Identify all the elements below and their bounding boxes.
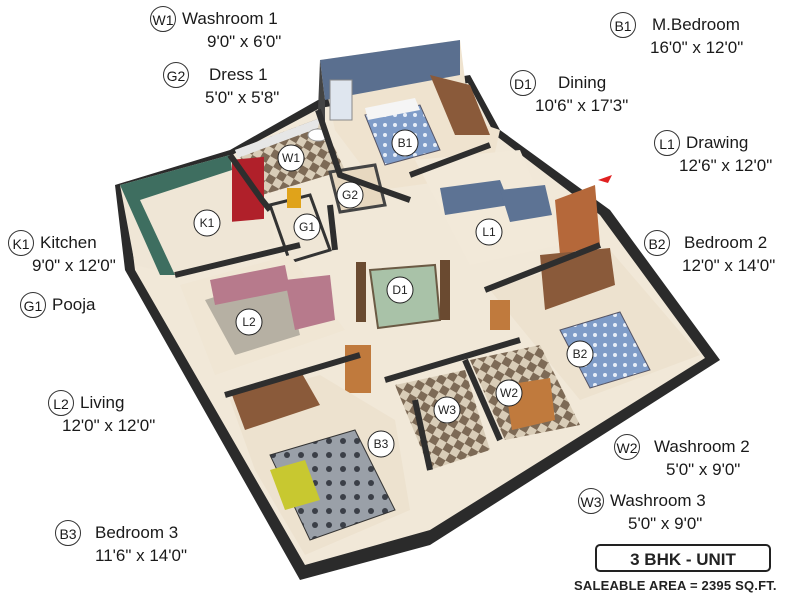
interior-walls	[174, 109, 602, 471]
legend-w2: W2 Washroom 2 5'0" x 9'0"	[614, 434, 750, 480]
legend-dim: 10'6" x 17'3"	[535, 96, 629, 115]
entry-arrow	[598, 175, 612, 183]
legend-name: Washroom 1	[182, 9, 278, 28]
legend-name: Washroom 2	[654, 437, 750, 456]
pin-w3: W3	[433, 396, 461, 424]
pin-b3: B3	[367, 430, 395, 458]
svg-text:B1: B1	[398, 136, 413, 150]
svg-text:W3: W3	[438, 403, 456, 417]
legend-name: Kitchen	[40, 233, 97, 252]
legend-badge: B3	[55, 520, 81, 546]
legend-g1: G1 Pooja	[20, 292, 95, 318]
svg-text:G2: G2	[342, 188, 358, 202]
room-b2	[490, 248, 700, 400]
legend-g2: G2 Dress 1 5'0" x 5'8"	[163, 62, 279, 108]
legend-b3: B3 Bedroom 3 11'6" x 14'0"	[55, 520, 187, 566]
legend-badge: W2	[614, 434, 640, 460]
pin-w1: W1	[277, 144, 305, 172]
legend-dim: 12'0" x 14'0"	[682, 256, 776, 275]
legend-name: Dining	[558, 73, 607, 92]
legend-name: Bedroom 3	[95, 523, 179, 542]
legend-badge: G2	[163, 62, 189, 88]
legend-name: Bedroom 2	[684, 233, 768, 252]
legend-name: Washroom 3	[610, 491, 706, 510]
legend-dim: 12'6" x 12'0"	[679, 156, 773, 175]
pin-g2: G2	[336, 181, 364, 209]
svg-text:L2: L2	[242, 315, 256, 329]
legend-dim: 9'0" x 12'0"	[32, 256, 116, 275]
pin-d1: D1	[386, 276, 414, 304]
legend-dim: 9'0" x 6'0"	[207, 32, 282, 51]
svg-text:L1: L1	[482, 225, 496, 239]
room-l1	[415, 150, 600, 265]
pin-b2: B2	[566, 340, 594, 368]
unit-type-label: 3 BHK - UNIT	[595, 544, 771, 572]
svg-text:W1: W1	[282, 151, 300, 165]
legend-name: M.Bedroom	[652, 15, 740, 34]
pin-w2: W2	[495, 379, 523, 407]
legend-name: Dress 1	[209, 65, 268, 84]
legend-dim: 11'6" x 14'0"	[95, 546, 187, 565]
legend-b1: B1 M.Bedroom 16'0" x 12'0"	[610, 12, 743, 58]
legend-badge: D1	[510, 70, 536, 96]
legend-badge: L2	[48, 390, 74, 416]
svg-text:B3: B3	[374, 437, 389, 451]
legend-l1: L1 Drawing 12'6" x 12'0"	[654, 130, 772, 176]
legend-badge: B1	[610, 12, 636, 38]
legend-l2: L2 Living 12'0" x 12'0"	[48, 390, 155, 436]
legend-name: Drawing	[686, 133, 749, 152]
pin-k1: K1	[193, 209, 221, 237]
room-b1	[318, 40, 500, 190]
legend-badge: G1	[20, 292, 46, 318]
legend-badge: K1	[8, 230, 34, 256]
legend-badge: B2	[644, 230, 670, 256]
pin-b1: B1	[391, 129, 419, 157]
legend-name: Pooja	[52, 295, 96, 314]
room-b3	[230, 370, 410, 555]
legend-b2: B2 Bedroom 2 12'0" x 14'0"	[644, 230, 775, 276]
svg-text:K1: K1	[200, 216, 215, 230]
legend-w1: W1 Washroom 1 9'0" x 6'0"	[150, 6, 281, 52]
legend-w3: W3 Washroom 3 5'0" x 9'0"	[578, 488, 706, 534]
legend-name: Living	[80, 393, 125, 412]
svg-text:B2: B2	[573, 347, 588, 361]
pin-g1: G1	[293, 213, 321, 241]
legend-k1: K1 Kitchen 9'0" x 12'0"	[8, 230, 116, 276]
legend-dim: 5'0" x 5'8"	[205, 88, 280, 107]
legend-badge: L1	[654, 130, 680, 156]
svg-text:G1: G1	[299, 220, 315, 234]
pin-l1: L1	[475, 218, 503, 246]
legend-badge: W1	[150, 6, 176, 32]
legend-dim: 5'0" x 9'0"	[666, 460, 741, 479]
legend-badge: W3	[578, 488, 604, 514]
svg-text:W2: W2	[500, 386, 518, 400]
pin-l2: L2	[235, 308, 263, 336]
legend-dim: 16'0" x 12'0"	[650, 38, 744, 57]
legend-dim: 12'0" x 12'0"	[62, 416, 156, 435]
legend-d1: D1 Dining 10'6" x 17'3"	[510, 70, 628, 116]
saleable-area-label: SALEABLE AREA = 2395 SQ.FT.	[574, 578, 777, 593]
svg-text:D1: D1	[392, 283, 408, 297]
legend-dim: 5'0" x 9'0"	[628, 514, 703, 533]
